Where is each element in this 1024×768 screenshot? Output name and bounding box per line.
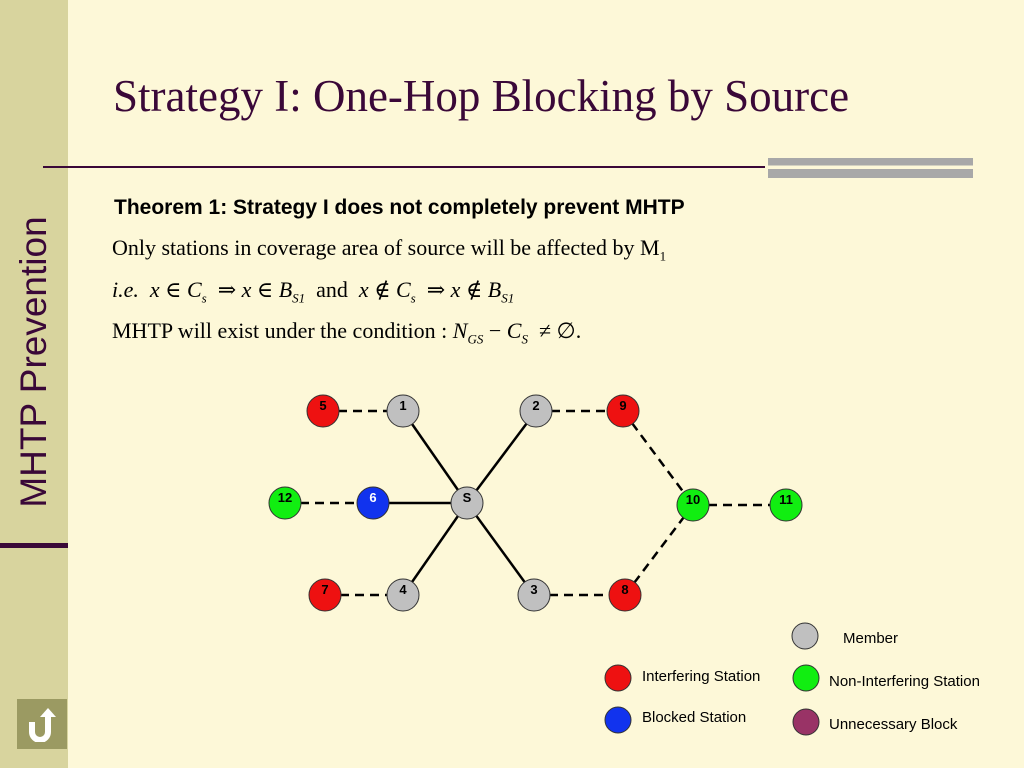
- legend-swatch-non-interfering: [792, 664, 820, 692]
- node-circle-6: [356, 486, 390, 520]
- node-label-6: 6: [369, 490, 376, 505]
- sub-s: s: [410, 290, 416, 306]
- not-equal-empty-set: ≠ ∅.: [538, 318, 582, 343]
- node-2: 2: [519, 394, 553, 428]
- node-label-3: 3: [530, 582, 537, 597]
- title-bar-block: [768, 158, 973, 178]
- node-circle-4: [386, 578, 420, 612]
- node-S: S: [450, 486, 484, 520]
- node-circle-7: [308, 578, 342, 612]
- legend-interfering-label: Interfering Station: [642, 668, 761, 685]
- var-x: x: [450, 277, 461, 302]
- legend-swatch-member: [791, 622, 819, 650]
- edge-S-4: [401, 502, 469, 596]
- legend-layer: [604, 622, 820, 736]
- node-10: 10: [676, 488, 710, 522]
- var-b: B: [278, 277, 293, 302]
- node-label-11: 11: [779, 492, 793, 507]
- node-label-8: 8: [621, 582, 628, 597]
- node-9: 9: [606, 394, 640, 428]
- implies-symbol: ⇒: [217, 277, 237, 302]
- node-circle-9: [606, 394, 640, 428]
- element-of-symbol: ∈: [256, 277, 274, 302]
- node-circle-3: [517, 578, 551, 612]
- statement-line-3-text: MHTP will exist under the condition :: [112, 318, 448, 343]
- node-5: 5: [306, 394, 340, 428]
- title-rule: [43, 166, 765, 168]
- sub-s: S: [521, 331, 528, 347]
- node-11: 11: [769, 488, 803, 522]
- node-1: 1: [386, 394, 420, 428]
- theorem-heading: Theorem 1: Strategy I does not completel…: [114, 196, 685, 219]
- node-circle-12: [268, 486, 302, 520]
- legend-swatch-interfering: [604, 664, 632, 692]
- sub-gs: GS: [467, 331, 484, 347]
- legend-blocked-label: Blocked Station: [642, 709, 747, 726]
- var-x: x: [149, 277, 160, 302]
- legend-swatch-blocked: [604, 706, 632, 734]
- legend-member-label: Member: [843, 630, 899, 647]
- node-4: 4: [386, 578, 420, 612]
- node-label-S: S: [463, 490, 472, 505]
- statement-line-3: MHTP will exist under the condition : NG…: [112, 318, 581, 347]
- var-c: C: [395, 277, 411, 302]
- node-label-4: 4: [399, 582, 407, 597]
- node-circle-5: [306, 394, 340, 428]
- element-of-symbol: ∈: [165, 277, 182, 302]
- sidebar: MHTP Prevention: [0, 0, 68, 768]
- statement-line-1: Only stations in coverage area of source…: [112, 235, 666, 264]
- sidebar-accent-bar: [0, 543, 68, 548]
- node-3: 3: [517, 578, 551, 612]
- statement-line-1-text: Only stations in coverage area of source…: [112, 235, 660, 260]
- legend-non-interfering-label: Non-Interfering Station: [829, 673, 980, 690]
- node-6: 6: [356, 486, 390, 520]
- var-x: x: [241, 277, 252, 302]
- sub-s1: S1: [501, 290, 515, 306]
- back-button[interactable]: [17, 699, 67, 749]
- var-c: C: [186, 277, 202, 302]
- node-circle-11: [769, 488, 803, 522]
- u-turn-back-icon: [29, 708, 56, 742]
- node-circle-10: [676, 488, 710, 522]
- node-circle-1: [386, 394, 420, 428]
- var-x: x: [358, 277, 369, 302]
- node-label-7: 7: [321, 582, 328, 597]
- node-label-12: 12: [278, 490, 292, 505]
- edge-9-10: [621, 410, 695, 506]
- node-label-1: 1: [399, 398, 406, 413]
- edge-S-2: [466, 410, 537, 504]
- edge-S-3: [465, 502, 536, 596]
- statement-line-2: i.e. x ∈ Cs ⇒ x ∈ BS1 and x ∉ Cs ⇒ x ∉ B…: [112, 277, 514, 306]
- node-12: 12: [268, 486, 302, 520]
- slide-title: Strategy I: One-Hop Blocking by Source: [113, 71, 850, 121]
- node-circle-8: [608, 578, 642, 612]
- sub-s1: S1: [292, 290, 306, 306]
- statement-line-1-sub: 1: [659, 248, 667, 264]
- node-8: 8: [608, 578, 642, 612]
- minus-symbol: −: [488, 318, 502, 343]
- not-element-of-symbol: ∉: [465, 277, 483, 302]
- edge-8-10: [624, 504, 694, 596]
- and-word: and: [316, 277, 348, 302]
- var-c: C: [506, 318, 522, 343]
- var-n: N: [452, 318, 468, 343]
- node-label-10: 10: [686, 492, 700, 507]
- node-7: 7: [308, 578, 342, 612]
- node-label-9: 9: [619, 398, 626, 413]
- node-circle-S: [450, 486, 484, 520]
- implies-symbol: ⇒: [426, 277, 446, 302]
- sub-s: s: [201, 290, 207, 306]
- edge-S-1: [401, 410, 469, 504]
- legend-swatch-unnecessary-block: [792, 708, 820, 736]
- node-label-5: 5: [319, 398, 326, 413]
- var-b: B: [487, 277, 502, 302]
- node-circle-2: [519, 394, 553, 428]
- ie-prefix: i.e.: [112, 277, 139, 302]
- not-element-of-symbol: ∉: [374, 277, 391, 302]
- node-label-2: 2: [532, 398, 539, 413]
- legend-unnecessary-block-label: Unnecessary Block: [829, 716, 958, 733]
